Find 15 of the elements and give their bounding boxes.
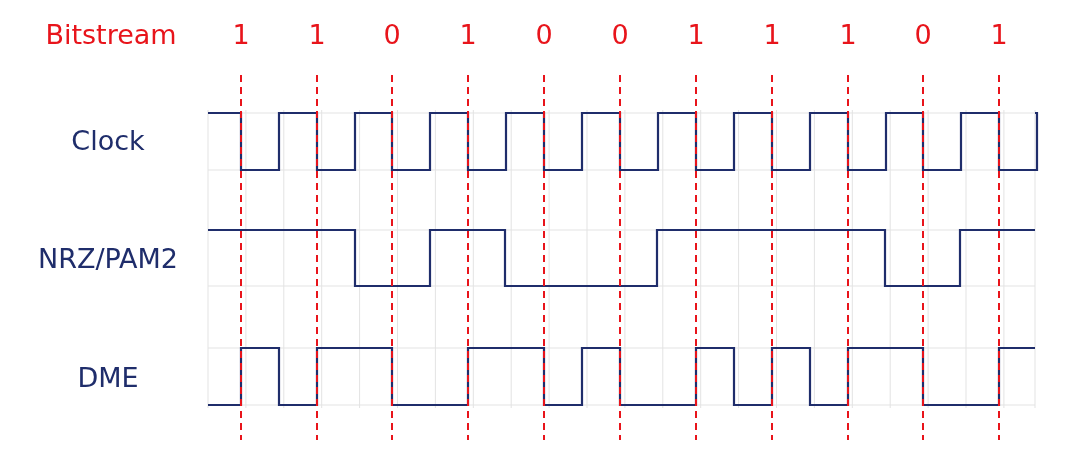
bit-value: 0: [383, 19, 401, 51]
bit-value: 1: [232, 19, 250, 51]
stream-label: Bitstream: [45, 19, 177, 51]
bit-value: 0: [611, 19, 629, 51]
bit-value: 0: [914, 19, 932, 51]
bit-value: 0: [535, 19, 553, 51]
bit-value: 1: [990, 19, 1008, 51]
bit-value: 1: [459, 19, 477, 51]
bit-value: 1: [308, 19, 326, 51]
bit-value: 1: [687, 19, 705, 51]
signal-name: Clock: [71, 125, 145, 157]
signal-name: DME: [77, 362, 139, 394]
bit-value: 1: [763, 19, 781, 51]
signal-name: NRZ/PAM2: [37, 243, 179, 275]
bit-value: 1: [839, 19, 857, 51]
